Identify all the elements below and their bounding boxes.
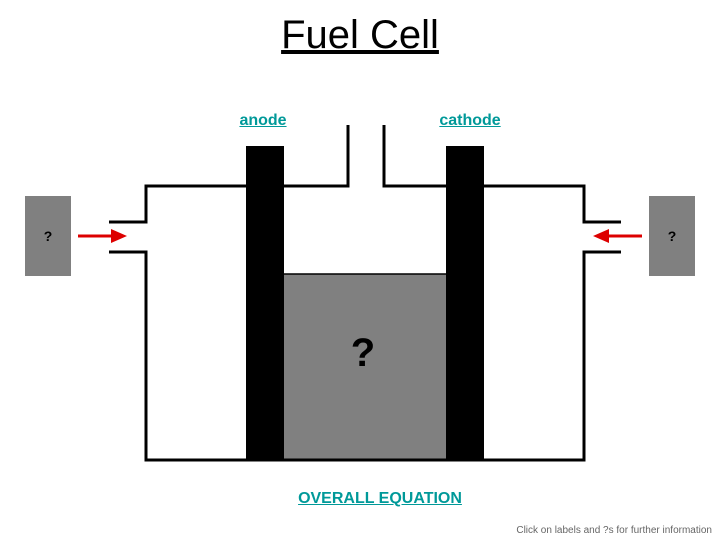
left-inlet-arrow <box>78 229 127 243</box>
anode-electrode[interactable] <box>246 146 284 460</box>
page-title: Fuel Cell <box>281 13 439 57</box>
electrolyte-region[interactable] <box>281 273 448 461</box>
container-outline <box>109 125 621 462</box>
left-input-question-box[interactable]: ? <box>25 196 71 276</box>
footer-hint: Click on labels and ?s for further infor… <box>516 525 712 536</box>
left-input-question-mark: ? <box>43 228 53 244</box>
right-input-question-box[interactable]: ? <box>649 196 695 276</box>
right-inlet-arrow <box>593 229 642 243</box>
cathode-label-link[interactable]: cathode <box>439 112 501 129</box>
right-input-question-mark: ? <box>667 228 677 244</box>
cathode-electrode[interactable] <box>446 146 484 460</box>
anode-label-link[interactable]: anode <box>239 112 287 129</box>
electrolyte-question-mark[interactable]: ? <box>350 331 376 375</box>
overall-equation-link[interactable]: OVERALL EQUATION <box>298 490 462 507</box>
